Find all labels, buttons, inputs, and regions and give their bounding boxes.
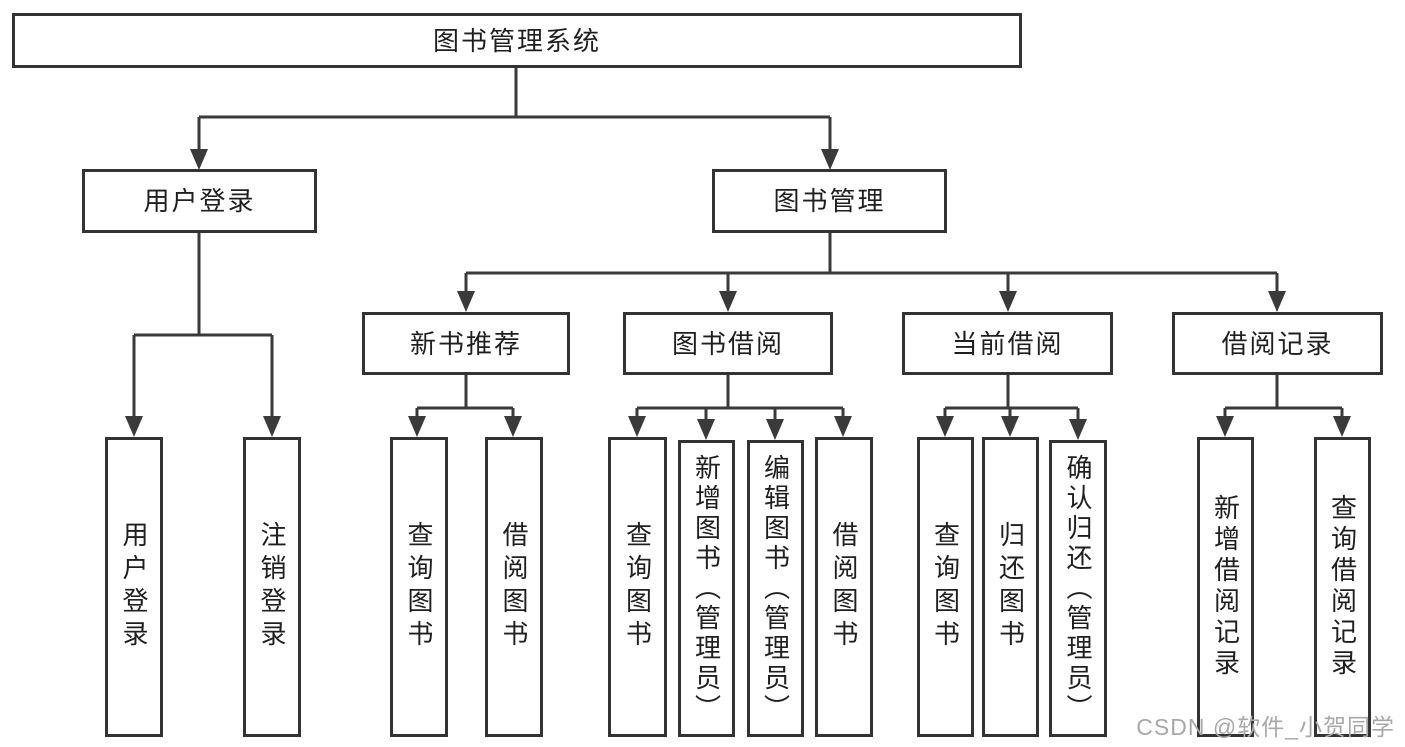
arrow-down-icon [719, 291, 737, 312]
leaf-add-book-admin: 新增图书（管理员） [678, 440, 735, 737]
leaf-add-borrow-record: 新增借阅记录 [1197, 437, 1254, 737]
connector-bookmgmt-branch [464, 233, 1279, 296]
node-book-management: 图书管理 [712, 169, 947, 233]
leaf-borrow-books-2: 借阅图书 [815, 437, 873, 737]
leaf-borrow-books-1: 借阅图书 [485, 437, 543, 737]
leaf-confirm-return-admin: 确认归还（管理员） [1049, 440, 1107, 737]
connector-newbook-branch [415, 375, 515, 421]
watermark-text: CSDN @软件_小贺同学 [1136, 714, 1395, 740]
arrow-down-icon [766, 419, 784, 440]
arrow-down-icon [821, 149, 839, 170]
leaf-query-books-2: 查询图书 [608, 437, 667, 737]
arrow-down-icon [457, 291, 475, 312]
node-new-book-recommend: 新书推荐 [362, 312, 570, 375]
connector-records-branch [1223, 375, 1344, 421]
arrow-down-icon [1333, 416, 1351, 437]
node-user-login: 用户登录 [82, 169, 317, 233]
arrow-down-icon [1268, 291, 1286, 312]
connector-bookborrow-branch [635, 375, 845, 423]
arrow-down-icon [1216, 416, 1234, 437]
arrow-down-icon [834, 416, 852, 437]
leaf-logout: 注销登录 [243, 437, 301, 737]
node-borrow-records: 借阅记录 [1172, 312, 1383, 375]
node-book-borrow: 图书借阅 [623, 312, 833, 375]
leaf-query-borrow-record: 查询借阅记录 [1314, 437, 1371, 737]
leaf-edit-book-admin: 编辑图书（管理员） [747, 440, 804, 737]
leaf-query-books-1: 查询图书 [390, 437, 448, 737]
arrow-down-icon [263, 416, 281, 437]
arrow-down-icon [999, 291, 1017, 312]
arrow-down-icon [936, 416, 954, 437]
arrow-down-icon [628, 416, 646, 437]
arrowheads [125, 149, 1351, 440]
leaf-query-books-3: 查询图书 [917, 437, 974, 737]
leaf-user-login: 用户登录 [105, 437, 163, 737]
arrow-down-icon [1069, 419, 1087, 440]
arrow-down-icon [190, 149, 208, 170]
leaf-return-books: 归还图书 [982, 437, 1039, 737]
arrow-down-icon [1001, 416, 1019, 437]
connector-userlogin-branch [132, 233, 274, 421]
connector-currentborrow-branch [943, 375, 1080, 423]
node-current-borrow: 当前借阅 [902, 312, 1113, 375]
arrow-down-icon [125, 416, 143, 437]
arrow-down-icon [504, 416, 522, 437]
arrow-down-icon [408, 416, 426, 437]
connector-root-to-level2 [197, 68, 832, 152]
arrow-down-icon [697, 419, 715, 440]
node-root: 图书管理系统 [12, 13, 1022, 68]
